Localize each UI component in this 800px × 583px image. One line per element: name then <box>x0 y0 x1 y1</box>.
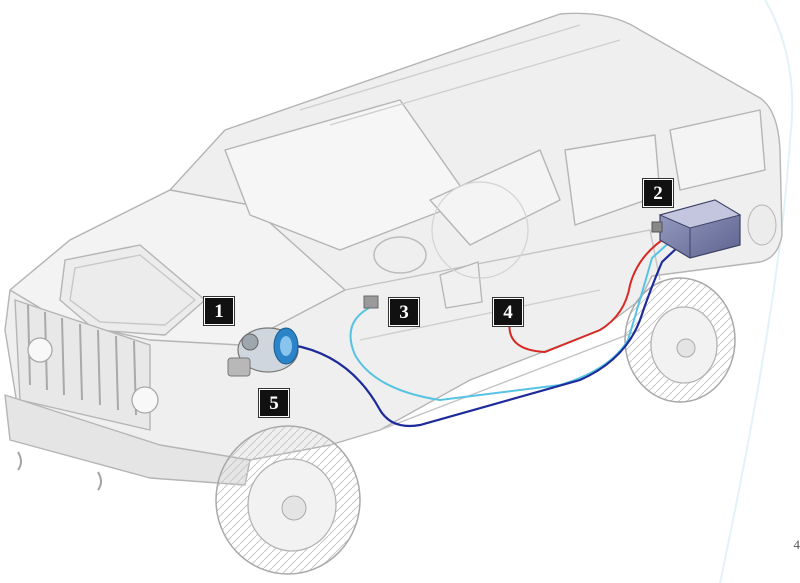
tow-hooks <box>17 451 102 491</box>
callout-label-4: 4 <box>492 297 524 327</box>
callout-label-5: 5 <box>258 388 290 418</box>
callout-label-2: 2 <box>642 178 674 208</box>
red-wire <box>508 235 669 354</box>
rear-spare <box>747 204 777 246</box>
steering-wheel <box>373 236 427 274</box>
callout-label-1: 1 <box>203 296 235 326</box>
callout-label-3: 3 <box>388 297 420 327</box>
corner-page-number: 4 <box>793 537 800 552</box>
background-swoosh <box>719 0 794 583</box>
spare-tire <box>431 181 529 279</box>
dark-blue-wire <box>291 244 681 428</box>
vehicle-body <box>4 12 783 486</box>
component-1-pump <box>227 327 299 377</box>
rear-wheel <box>624 277 736 403</box>
component-3-box <box>363 295 379 309</box>
front-wheel <box>215 425 361 575</box>
side-mirror <box>439 261 483 309</box>
headlights <box>27 337 159 414</box>
component-2-unit <box>651 199 742 259</box>
